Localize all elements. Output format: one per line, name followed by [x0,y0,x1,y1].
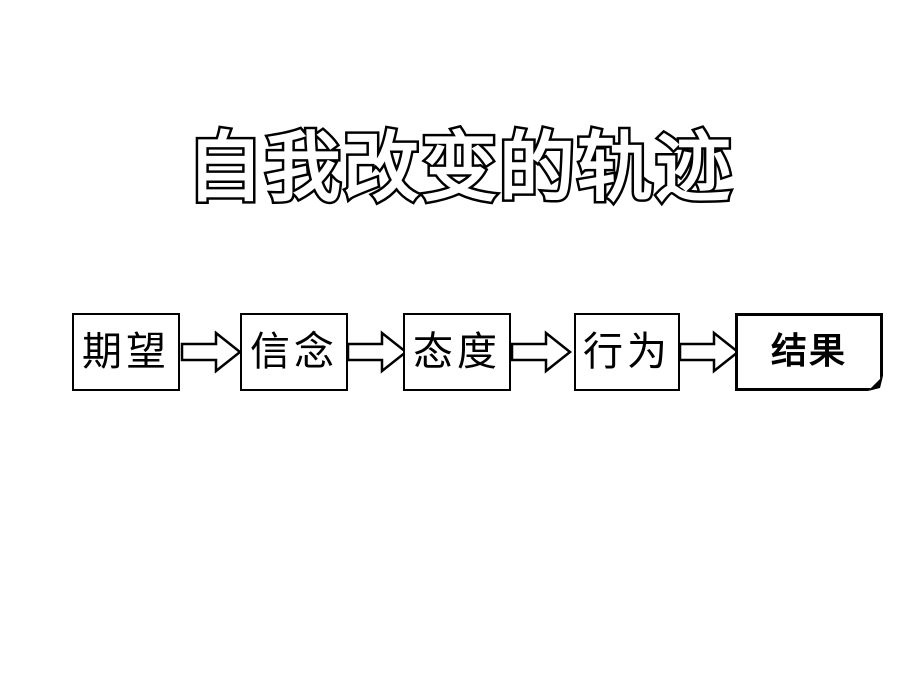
flow-step-attitude: 态度 [403,313,511,391]
flow-arrow-icon [180,330,242,374]
slide-title: 自我改变的轨迹 [185,121,734,215]
folded-corner-icon [868,376,883,391]
flow-step-label: 期望 [82,329,170,375]
flow-step-label: 态度 [413,329,501,375]
flow-step-behavior: 行为 [574,313,680,391]
flow-step-expectation: 期望 [72,313,180,391]
flow-step-result: 结果 [735,313,883,391]
flow-step-label: 信念 [250,329,338,375]
flow-arrow-icon [510,330,572,374]
flow-arrow-icon [678,330,740,374]
flow-step-label: 结果 [770,331,847,372]
flow-step-belief: 信念 [240,313,348,391]
flow-step-label: 行为 [583,329,671,375]
flow-arrow-icon [346,330,408,374]
